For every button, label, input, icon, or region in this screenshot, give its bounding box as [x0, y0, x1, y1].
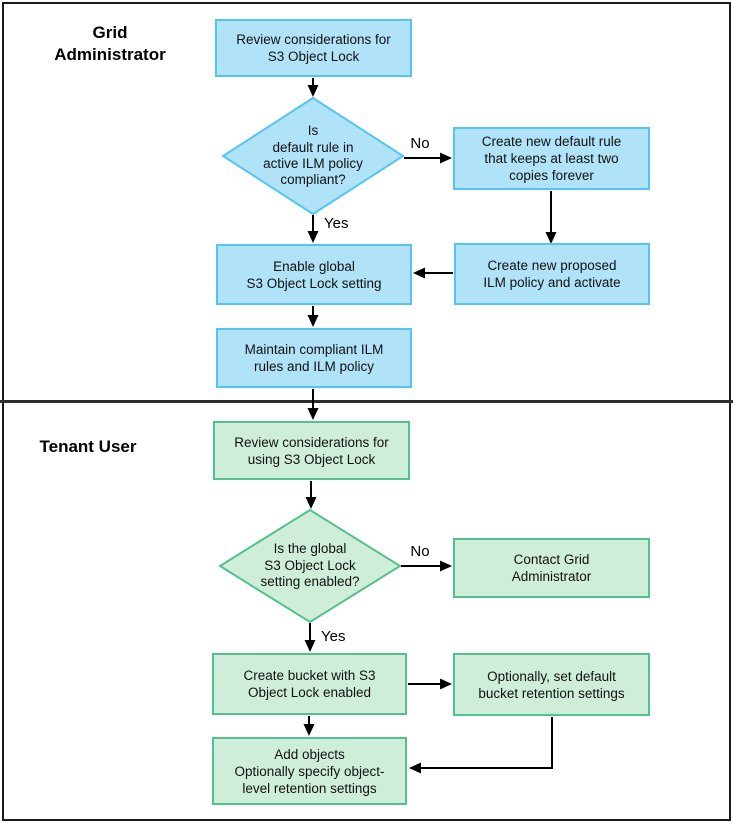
node-add-objects: Add objects Optionally specify object- l…: [212, 737, 407, 805]
section-divider: [0, 400, 733, 403]
node-create-bucket: Create bucket with S3 Object Lock enable…: [212, 653, 407, 715]
node-review-considerations-tenant: Review considerations for using S3 Objec…: [213, 421, 410, 480]
decision-default-rule-compliant-shape: [221, 96, 405, 216]
edge-label-no-tenant: No: [410, 543, 430, 560]
section-label-grid-administrator: Grid Administrator: [54, 23, 166, 65]
decision-global-setting-enabled-shape: [218, 508, 402, 624]
decision-default-rule-compliant-text: Is default rule in active ILM policy com…: [263, 123, 363, 188]
edge-label-yes-tenant: Yes: [321, 628, 346, 645]
node-review-considerations-s3: Review considerations for S3 Object Lock: [215, 19, 412, 77]
edge-label-yes-grid: Yes: [324, 215, 349, 232]
node-create-default-rule: Create new default rule that keeps at le…: [453, 127, 650, 190]
node-maintain-compliant-ilm: Maintain compliant ILM rules and ILM pol…: [216, 328, 412, 388]
section-label-tenant-user: Tenant User: [39, 437, 137, 456]
edge-label-no-grid: No: [410, 135, 430, 152]
node-contact-grid-administrator: Contact Grid Administrator: [453, 538, 650, 598]
node-bucket-retention-settings: Optionally, set default bucket retention…: [453, 653, 650, 716]
node-enable-global-setting: Enable global S3 Object Lock setting: [216, 244, 412, 305]
decision-global-setting-enabled-text: Is the global S3 Object Lock setting ena…: [260, 541, 360, 590]
arrow-retention-to-add-objects: [409, 717, 553, 774]
node-create-proposed-policy: Create new proposed ILM policy and activ…: [454, 243, 650, 305]
